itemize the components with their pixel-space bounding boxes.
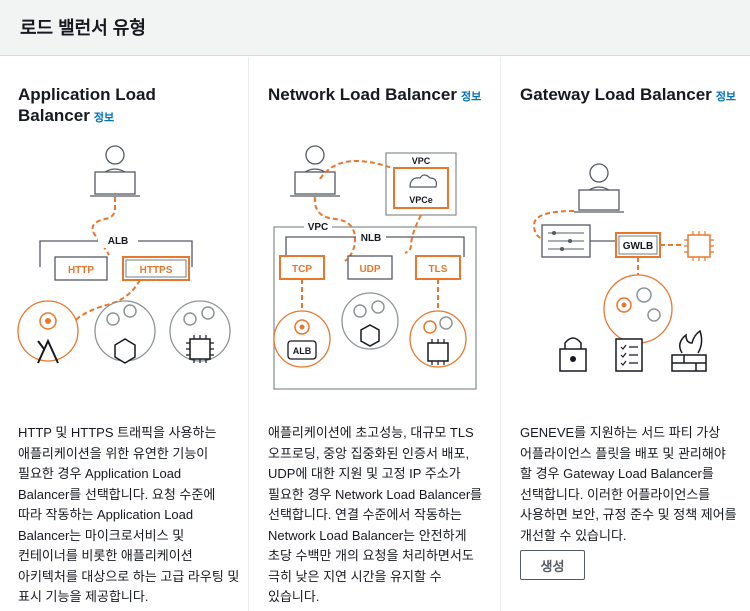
chip-target-icon [169,300,231,363]
vpce-label: VPCe [409,195,433,205]
gwlb-box [615,232,661,258]
section-title: 로드 밸런서 유형 [20,18,146,38]
alb-target-icon: ALB [273,310,331,368]
cloud-icon [409,174,437,188]
gwlb-diagram: GWLB [532,163,714,372]
section-header: 로드 밸런서 유형 [0,0,750,56]
nlb-diagram: VPC VPCe VPC NLB TCP UDP TLS ALB [273,145,477,390]
tcp-label: TCP [292,264,312,275]
nlb-info-link[interactable]: 정보 [460,91,482,103]
chip-icon [684,231,714,261]
create-gwlb-button[interactable]: 생성 [520,550,585,580]
alb-title-line1: Application Load [18,85,156,104]
checklist-icon [615,338,643,372]
vpc-box [273,226,477,390]
http-box [54,256,108,281]
user-icon [90,145,140,197]
lock-icon [559,337,587,372]
gwlb-info-link[interactable]: 정보 [715,91,737,103]
gwlb-title: Gateway Load Balancer [520,85,712,104]
appliance-fleet-icon [603,274,673,344]
alb-label: ALB [108,236,129,247]
udp-label: UDP [359,264,380,275]
nlb-title: Network Load Balancer [268,85,457,104]
alb-bracket: ALB [39,232,193,267]
vpc-top-label: VPC [412,156,431,166]
https-label: HTTPS [140,265,173,276]
user-icon [290,145,340,197]
gwlb-label: GWLB [623,241,654,252]
alb-title-line2: Balancer [18,106,90,125]
container-target-icon [341,292,399,350]
firewall-icon [671,329,707,372]
alb-target-label: ALB [293,346,312,356]
tls-label: TLS [429,264,448,275]
container-target-icon [94,300,156,364]
nlb-label: NLB [361,233,382,244]
gwlb-description: GENEVE를 지원하는 서드 파티 가상 어플라이언스 플릿을 배포 및 관리… [520,425,737,543]
alb-description: HTTP 및 HTTPS 트래픽을 사용하는 애플리케이션을 위한 유연한 기능… [18,425,240,604]
nlb-description: 애플리케이션에 초고성능, 대규모 TLS 오프로딩, 중앙 집중화된 인증서 … [268,425,483,604]
vpc-label: VPC [308,222,329,233]
lambda-target-icon [17,300,79,364]
alb-diagram: ALB HTTP HTTPS [17,145,231,364]
udp-box [347,255,393,280]
vpce-box [393,167,449,209]
alb-info-link[interactable]: 정보 [93,112,115,124]
https-box [122,256,190,281]
chip-target-icon [409,310,467,368]
route-table-icon [541,224,591,258]
http-label: HTTP [68,265,94,276]
user-icon [574,163,624,213]
